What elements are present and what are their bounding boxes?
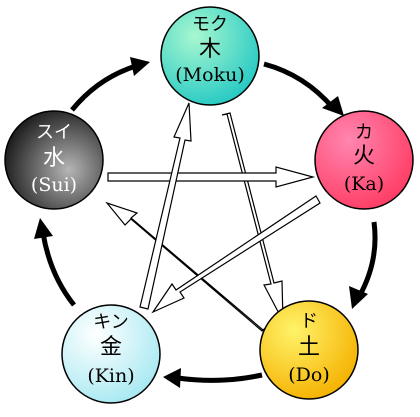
star-arrow-sui-to-ka xyxy=(107,166,316,188)
node-ka-circle xyxy=(314,110,414,210)
node-sui-romaji: (Sui) xyxy=(31,174,77,196)
node-ka-kanji: 火 xyxy=(353,144,375,169)
node-do-circle xyxy=(259,300,359,400)
star-arrow-kin-to-moku xyxy=(139,102,192,310)
node-do-kanji: 土 xyxy=(298,335,320,360)
node-do-kana: ド xyxy=(300,311,318,332)
cycle-arrowhead-ka xyxy=(322,96,344,116)
cycle-arrow-kin-to-sui xyxy=(40,232,76,307)
cycle-arrow-do-to-kin xyxy=(177,372,263,383)
node-sui: スイ 水 (Sui) xyxy=(4,110,104,210)
cycle-arrowhead-moku xyxy=(130,57,150,76)
node-ka: カ 火 (Ka) xyxy=(314,110,414,210)
node-ka-kana: カ xyxy=(355,122,373,143)
node-sui-circle xyxy=(4,110,104,210)
node-moku-kana: モク xyxy=(192,14,228,35)
cycle-arrowhead-do xyxy=(349,286,368,309)
node-moku: モク 木 (Moku) xyxy=(160,6,260,106)
cycle-arrow-sui-to-moku xyxy=(70,63,137,112)
node-sui-kana: スイ xyxy=(36,122,72,143)
node-ka-romaji: (Ka) xyxy=(344,173,384,195)
node-kin-kanji: 金 xyxy=(100,335,122,360)
node-moku-romaji: (Moku) xyxy=(175,64,244,86)
node-do: ド 土 (Do) xyxy=(259,300,359,400)
node-kin-romaji: (Kin) xyxy=(87,365,134,387)
node-kin-kana: キン xyxy=(93,312,128,333)
node-do-romaji: (Do) xyxy=(288,364,330,386)
node-moku-kanji: 木 xyxy=(199,37,221,62)
cycle-arrow-ka-to-do xyxy=(357,221,378,297)
node-kin: キン 金 (Kin) xyxy=(61,304,161,404)
generating-cycle xyxy=(34,57,378,388)
cycle-arrow-moku-to-ka xyxy=(263,61,335,110)
overcoming-cycle xyxy=(105,102,321,332)
cycle-arrowhead-kin xyxy=(163,368,181,388)
node-sui-kanji: 水 xyxy=(43,146,65,171)
star-arrow-moku-to-do xyxy=(221,112,284,322)
cycle-arrowhead-sui xyxy=(34,218,53,239)
star-arrow-ka-to-kin xyxy=(151,195,321,314)
node-moku-circle xyxy=(160,6,260,106)
star-arrow-do-to-sui xyxy=(105,201,269,332)
node-kin-circle xyxy=(61,304,161,404)
